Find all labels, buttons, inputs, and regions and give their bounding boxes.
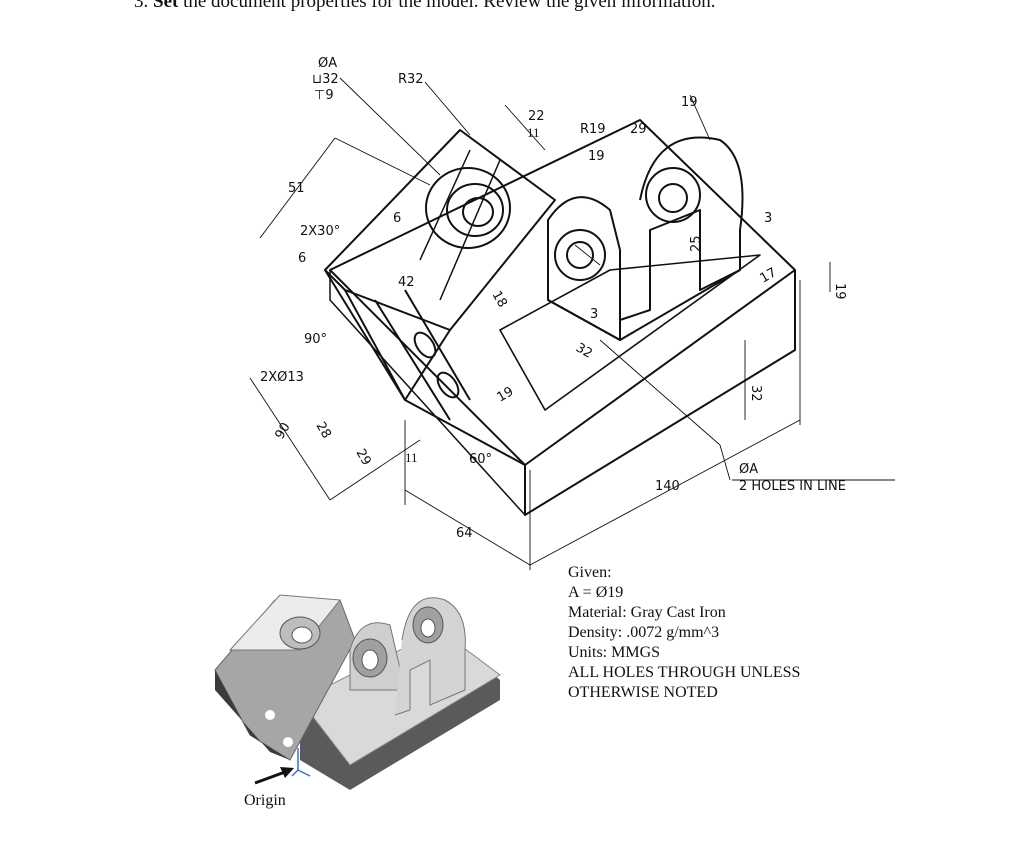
given-a-value: A = Ø19	[568, 584, 624, 601]
instruction-text: the document properties for the model. R…	[183, 0, 716, 12]
callout-32b: 32	[748, 385, 763, 402]
given-note-line1: ALL HOLES THROUGH UNLESS	[568, 664, 801, 681]
lug-right-hole-outer	[645, 167, 701, 223]
callout-32a: 32	[573, 340, 595, 361]
callout-6a: 6	[298, 251, 306, 266]
callout-42: 42	[398, 275, 415, 290]
callout-90: 90	[272, 420, 293, 442]
lug-left-hole	[566, 241, 594, 269]
origin-label: Origin	[244, 792, 286, 809]
callout-r19: R19	[580, 122, 606, 137]
part-outline	[324, 119, 796, 516]
callout-64: 64	[456, 526, 473, 541]
callout-19c: 19	[832, 283, 847, 300]
callout-r32: R32	[398, 72, 424, 87]
base-pocket	[499, 254, 761, 411]
callout-22: 22	[528, 109, 545, 124]
callout-3a: 3	[590, 307, 598, 322]
base-top-face	[329, 119, 796, 466]
origin-arrow	[254, 767, 294, 785]
callout-19d: 19	[495, 384, 517, 405]
callout-29b: 29	[630, 122, 647, 137]
lug-left-hole-outer	[554, 229, 606, 281]
given-density: Density: .0072 g/mm^3	[568, 624, 720, 641]
callout-6b: 6	[393, 211, 401, 226]
callout-60deg: 60°	[469, 452, 492, 467]
counterbore-outer	[425, 167, 511, 249]
callout-chamfer: 2X30°	[300, 224, 340, 239]
dimension-callouts: ØA ⊔32 ⊤9 R32 51 2X30° 6 6 42 90° 2XØ13 …	[260, 56, 847, 541]
given-info: Given: A = Ø19 Material: Gray Cast Iron …	[568, 563, 800, 703]
callout-19b: 19	[588, 149, 605, 164]
base-front-faces	[524, 270, 796, 516]
instruction-line: 3. Set the document properties for the m…	[134, 0, 715, 13]
callout-25: 25	[689, 235, 704, 252]
callout-18: 18	[489, 289, 510, 311]
hole-lower	[436, 371, 460, 399]
callout-counterbore: ⊔32	[312, 72, 339, 87]
callout-depth: ⊤9	[314, 88, 334, 103]
clevis-lug-right	[619, 136, 744, 321]
given-title: Given:	[568, 564, 612, 581]
callout-11a: 11	[405, 450, 418, 465]
callout-140: 140	[655, 479, 680, 494]
origin-marker	[291, 748, 311, 777]
action-word: Set	[153, 0, 179, 12]
given-material: Material: Gray Cast Iron	[568, 604, 726, 621]
given-units: Units: MMGS	[568, 644, 661, 661]
hole-upper	[413, 331, 437, 359]
dimension-lines	[249, 77, 895, 570]
holes-note-dia: ØA	[739, 462, 758, 477]
clevis-lug-left	[547, 196, 621, 341]
callout-hole-dia: ØA	[318, 56, 337, 71]
given-note-line2: OTHERWISE NOTED	[568, 684, 718, 701]
callout-29: 29	[353, 447, 374, 469]
callout-51: 51	[288, 181, 305, 196]
callout-28: 28	[313, 420, 334, 442]
callout-90deg: 90°	[304, 332, 327, 347]
callout-19a: 19	[681, 95, 698, 110]
angled-block	[324, 129, 556, 401]
step-number: 3.	[134, 0, 149, 12]
counterbore-inner	[446, 183, 504, 237]
callout-holes13: 2XØ13	[260, 370, 304, 385]
lug-right-hole	[658, 183, 688, 213]
callout-3b: 3	[764, 211, 772, 226]
holes-note-text: 2 HOLES IN LINE	[739, 479, 846, 494]
callout-17: 17	[758, 265, 780, 286]
callout-11b: 11	[527, 125, 540, 140]
shaded-preview	[214, 594, 501, 790]
